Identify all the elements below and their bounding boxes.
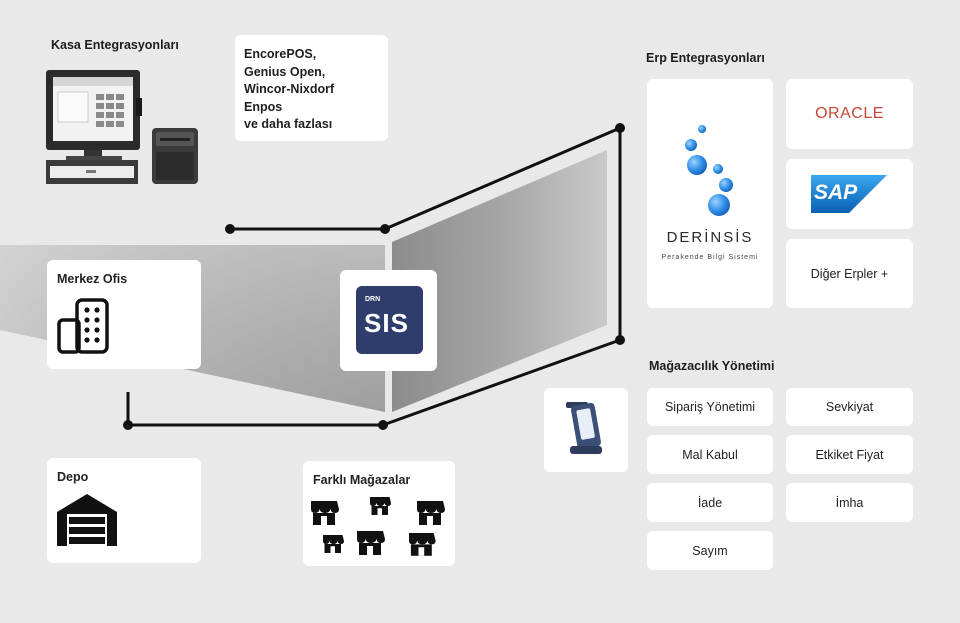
disposal-button[interactable]: İmha bbox=[786, 483, 913, 522]
handheld-terminal-icon bbox=[566, 402, 602, 454]
pos-system-list: EncorePOS, Genius Open, Wincor-Nixdorf E… bbox=[244, 46, 334, 134]
sap-card: SAP bbox=[786, 159, 913, 229]
stores-card-title: Farklı Mağazalar bbox=[313, 473, 411, 487]
derinsis-tagline: Perakende Bilgi Sistemi bbox=[661, 254, 759, 261]
oracle-card: ORACLE bbox=[786, 79, 913, 149]
pos-system-item: Wincor-Nixdorf bbox=[244, 82, 335, 96]
erp-section-title: Erp Entegrasyonları bbox=[646, 51, 765, 65]
store-mgmt-title: Mağazacılık Yönetimi bbox=[649, 359, 775, 373]
pos-system-item: EncorePOS, bbox=[244, 47, 317, 61]
pos-system-item: ve daha fazlası bbox=[244, 117, 333, 131]
depot-card-title: Depo bbox=[57, 470, 89, 484]
sis-logo-small: DRN bbox=[365, 296, 381, 303]
sis-logo: DRN SIS bbox=[356, 286, 423, 354]
goods-receipt-button[interactable]: Mal Kabul bbox=[647, 435, 773, 474]
order-management-button[interactable]: Sipariş Yönetimi bbox=[647, 388, 773, 426]
pos-section-title: Kasa Entegrasyonları bbox=[51, 38, 179, 52]
pos-integrations-card: EncorePOS, Genius Open, Wincor-Nixdorf E… bbox=[235, 35, 388, 141]
building-icon bbox=[57, 298, 109, 354]
oracle-logo: ORACLE bbox=[815, 105, 884, 122]
other-erp-card[interactable]: Diğer Erpler + bbox=[786, 239, 913, 308]
hq-card: Merkez Ofis bbox=[47, 260, 201, 369]
derinsis-card: DERİNSİS Perakende Bilgi Sistemi bbox=[647, 79, 773, 308]
label-price-button[interactable]: Etkiket Fiyat bbox=[786, 435, 913, 474]
sap-logo-text: SAP bbox=[814, 181, 858, 204]
store-icon bbox=[311, 497, 445, 556]
pos-system-item: Enpos bbox=[244, 99, 283, 114]
sis-logo-text: SIS bbox=[364, 308, 409, 338]
stock-count-button[interactable]: Sayım bbox=[647, 531, 773, 570]
connector-dots bbox=[123, 123, 625, 430]
pos-terminal-icon bbox=[46, 70, 198, 184]
hq-card-title: Merkez Ofis bbox=[57, 272, 128, 286]
handheld-device-card bbox=[544, 388, 628, 472]
shipment-button[interactable]: Sevkiyat bbox=[786, 388, 913, 426]
stores-card: Farklı Mağazalar bbox=[303, 461, 455, 566]
right-flow-band bbox=[392, 150, 607, 412]
warehouse-icon bbox=[57, 494, 117, 546]
derinsis-name: DERİNSİS bbox=[666, 229, 754, 246]
pos-system-item: Genius Open, bbox=[244, 64, 326, 79]
depot-card: Depo bbox=[47, 458, 201, 563]
sap-logo bbox=[811, 175, 887, 213]
sis-logo-card: DRN SIS bbox=[340, 270, 437, 371]
derinsis-bubbles-icon bbox=[685, 125, 733, 216]
return-button[interactable]: İade bbox=[647, 483, 773, 522]
